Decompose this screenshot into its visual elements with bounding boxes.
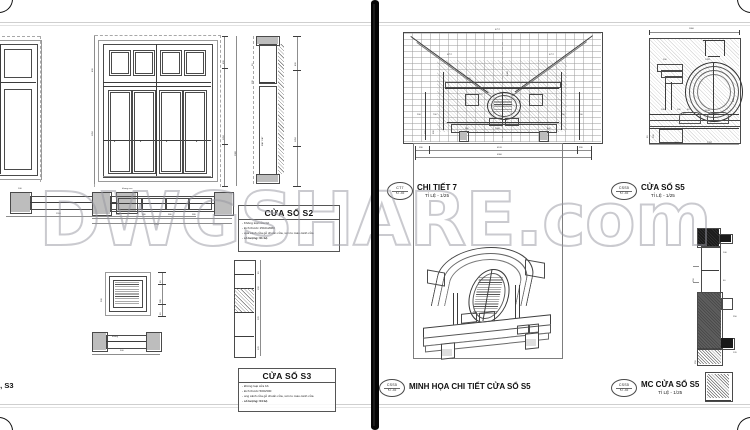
title-block-notes: - không loại cửa bố - kích thước 500x500… <box>242 384 314 403</box>
caption-mc-cua-so-s5: CSS5 KT-45 MC CỬA SỔ S5 TỈ LỆ - 1/25 <box>611 379 699 397</box>
caption-cua-so-s5: CSS5 KT-45 CỬA SỐ S5 TỈ LỆ - 1/25 <box>611 182 685 200</box>
tag-divider <box>616 387 632 389</box>
round-window-s5-elevation: 1800 2 <box>645 28 745 156</box>
dimension-chain-s3: 60 380 60 <box>158 272 166 317</box>
drawing-tag-circle: CT7 KT-45 <box>387 182 413 200</box>
tag-divider <box>616 190 632 192</box>
page-spine-highlight <box>373 4 375 426</box>
sheet-bottom-rule <box>375 404 750 405</box>
drawing-sheet-left: ● ● ● ● 400 1650 400 1650 2080 <box>0 0 375 430</box>
tag-divider <box>392 190 408 192</box>
caption-text: MC CỬA SỔ S5 TỈ LỆ - 1/25 <box>641 379 700 396</box>
drawing-tag-circle: CSS5 KT-45 <box>611 182 637 200</box>
page-spine-divider <box>371 0 379 430</box>
window-plan-section-s2-b: 380 380 380 380 1510 khung cửa <box>92 188 242 230</box>
dimension-chain-chi-tiet-7: 390 4120 390 4900 <box>415 146 592 160</box>
drawing-sheet-right: 4717 1442 620 2000 550 600 200 700 700 2… <box>375 0 750 430</box>
drawing-tag-circle: CSS5 KT-45 <box>379 379 405 397</box>
window-plan-section-s3: 500 khung <box>92 330 174 362</box>
sheet-bottom-rule-2 <box>375 407 750 408</box>
gable-pediment-detail-7: 4717 1442 620 2000 550 600 200 700 700 2… <box>403 28 603 148</box>
page-corner-bottom-right <box>737 417 750 430</box>
window-elevation-s2-partial <box>0 36 42 182</box>
oval-window-3d-illustration <box>413 143 563 360</box>
title-block-cua-so-s2: CỬA SỐ S2 - Không loại cửa bố - kích thư… <box>238 205 340 252</box>
page-corner-bottom-left <box>0 417 13 430</box>
window-section-s2: MẶT CẮT 100 60 <box>250 36 286 188</box>
page-corner-top-right <box>737 0 750 13</box>
title-block-cua-so-s3: CỬA SỐ S3 - không loại cửa bố - kích thư… <box>238 368 336 412</box>
caption-chi-tiet-7: CT7 KT-45 CHI TIẾT 7 TỈ LỆ - 1/25 <box>387 182 457 200</box>
caption-minh-hoa-cua-so-s5: CSS5 KT-45 MINH HỌA CHI TIẾT CỬA SỔ S5 <box>379 379 531 397</box>
window-s5-section-thumbnail <box>705 372 735 404</box>
sheet-top-rule-2 <box>375 25 750 26</box>
title-block-heading: CỬA SỐ S2 <box>239 206 339 220</box>
caption-text: MINH HỌA CHI TIẾT CỬA SỔ S5 <box>409 382 531 392</box>
window-detail-section-s3: 60 100 220 120 <box>228 260 268 360</box>
sheet-bottom-rule <box>0 404 375 405</box>
sheet-top-rule <box>0 22 375 23</box>
drawing-tag-circle: CSS5 KT-45 <box>611 379 637 397</box>
dimension-chain-left-s2: 400 1650 <box>92 36 95 184</box>
dimension-chain-right-s2: 400 1650 2080 <box>222 36 237 187</box>
window-plan-section-s2: 1510 100 <box>0 188 230 226</box>
window-s5-vertical-section: 250 250 100 60 250 120 <box>693 228 745 368</box>
window-elevation-s3: 500 <box>101 272 151 316</box>
sheet-top-rule <box>375 22 750 23</box>
sheet-top-rule-2 <box>0 25 375 26</box>
sheet-bottom-rule-2 <box>0 407 375 408</box>
page-corner-top-left <box>0 0 13 13</box>
title-block-notes: - Không loại cửa bố - kích thước 1510x20… <box>242 221 314 240</box>
dimension-chain-section-s2: 400 1650 <box>293 36 301 187</box>
caption-text: CỬA SỐ S5 TỈ LỆ - 1/25 <box>641 182 685 199</box>
window-elevation-s2: ● ● ● ● <box>94 35 221 187</box>
edge-label-partial: 2, S3 <box>0 381 14 390</box>
title-block-heading: CỬA SỐ S3 <box>239 369 335 383</box>
tag-divider <box>384 387 400 389</box>
caption-text: CHI TIẾT 7 TỈ LỆ - 1/25 <box>417 182 458 199</box>
